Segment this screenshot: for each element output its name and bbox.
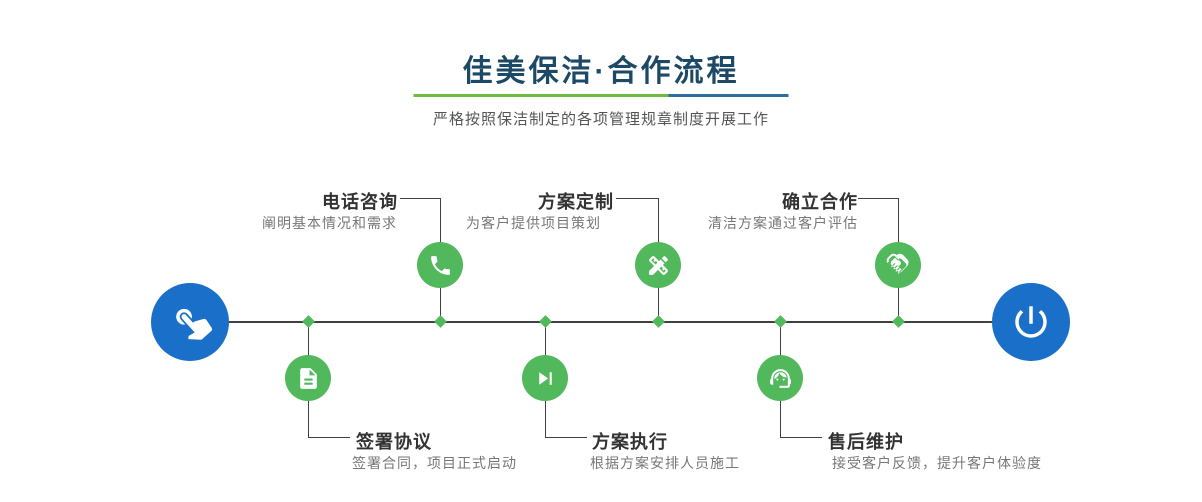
step-node-phone: [417, 242, 463, 288]
step-title: 电话咨询: [322, 192, 398, 212]
page-title: 佳美保洁·合作流程: [462, 55, 740, 88]
title-divider: [413, 94, 789, 97]
play-icon: [533, 366, 558, 391]
document-icon: [296, 366, 321, 391]
connector: [616, 198, 658, 199]
timeline-junction-diamond: [539, 315, 552, 328]
step-desc: 为客户提供项目策划: [466, 215, 601, 231]
step-desc: 接受客户反馈，提升客户体验度: [832, 455, 1042, 471]
handshake-icon: [886, 253, 911, 278]
step-title: 方案定制: [538, 192, 614, 212]
step-title: 方案执行: [592, 432, 668, 452]
step-node-design: [635, 242, 681, 288]
pencil-ruler-icon: [646, 253, 671, 278]
step-desc: 根据方案安排人员施工: [590, 455, 740, 471]
step-node-agreement: [285, 355, 331, 401]
timeline-end-node: [992, 283, 1070, 361]
phone-icon: [428, 253, 453, 278]
timeline-junction-diamond: [434, 315, 447, 328]
step-title: 签署协议: [356, 432, 432, 452]
step-node-execution: [522, 355, 568, 401]
timeline-junction-diamond: [892, 315, 905, 328]
timeline-line: [229, 321, 993, 323]
step-desc: 阐明基本情况和需求: [262, 215, 397, 231]
pointing-hand-icon: [160, 292, 219, 351]
divider-blue-segment: [668, 94, 789, 97]
step-desc: 签署合同，项目正式启动: [352, 455, 517, 471]
divider-green-segment: [413, 94, 669, 97]
timeline-junction-diamond: [302, 315, 315, 328]
connector: [545, 437, 587, 438]
step-desc: 清洁方案通过客户评估: [708, 215, 858, 231]
power-icon: [1010, 301, 1052, 343]
connector: [858, 198, 898, 199]
step-node-cooperation: [875, 242, 921, 288]
step-title: 确立合作: [782, 192, 858, 212]
connector: [308, 437, 350, 438]
step-title: 售后维护: [828, 432, 904, 452]
timeline-junction-diamond: [774, 315, 787, 328]
connector: [400, 198, 440, 199]
headset-icon: [768, 366, 793, 391]
step-node-aftersales: [757, 355, 803, 401]
connector: [780, 437, 822, 438]
page-subtitle: 严格按照保洁制定的各项管理规章制度开展工作: [432, 111, 769, 128]
timeline-junction-diamond: [652, 315, 665, 328]
timeline-start-node: [151, 283, 229, 361]
